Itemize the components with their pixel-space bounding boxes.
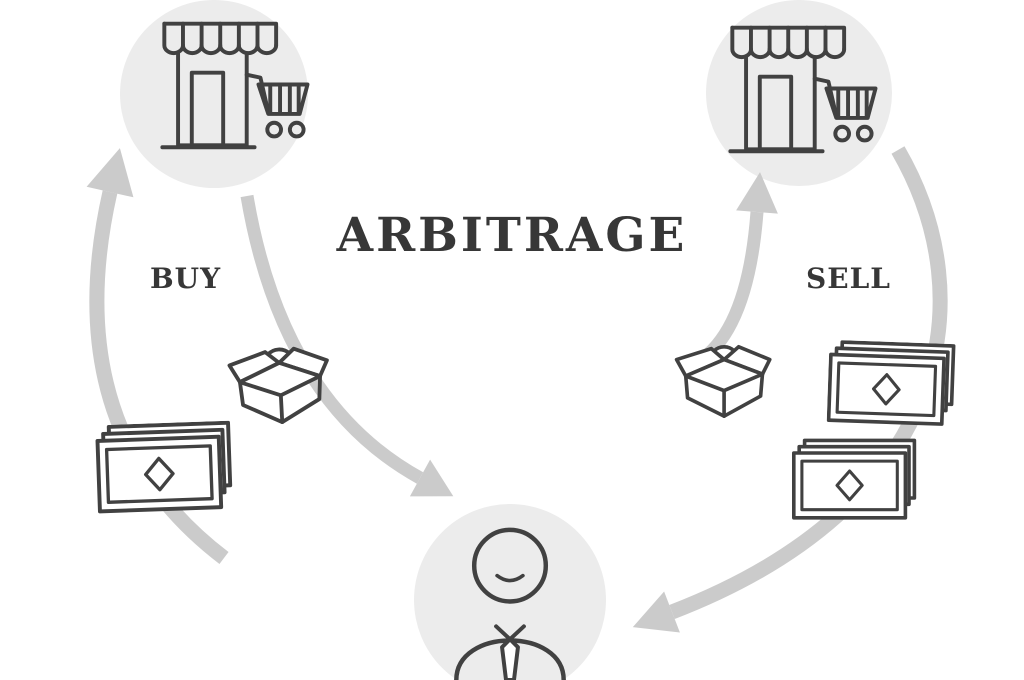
storefront-icon [160, 21, 279, 150]
open-box-icon [227, 346, 329, 424]
person-icon [454, 527, 566, 680]
money-banknotes-icon [826, 340, 956, 426]
money-to-left-store-arrow [86, 148, 229, 564]
money-banknotes-icon [95, 420, 233, 514]
storefront-icon [728, 25, 847, 154]
store-with-cart-icon [160, 21, 310, 150]
shopping-cart-icon [244, 72, 310, 139]
open-box-icon [674, 344, 772, 418]
store-with-cart-icon [728, 25, 878, 154]
right-store-circle [706, 0, 892, 186]
page-title: ARBITRAGE [336, 208, 688, 263]
tie-shape [500, 637, 520, 680]
money-banknotes-icon [792, 438, 917, 520]
buy-label: BUY [150, 262, 222, 295]
sell-label: SELL [806, 262, 891, 295]
shopping-cart-icon [812, 76, 878, 143]
